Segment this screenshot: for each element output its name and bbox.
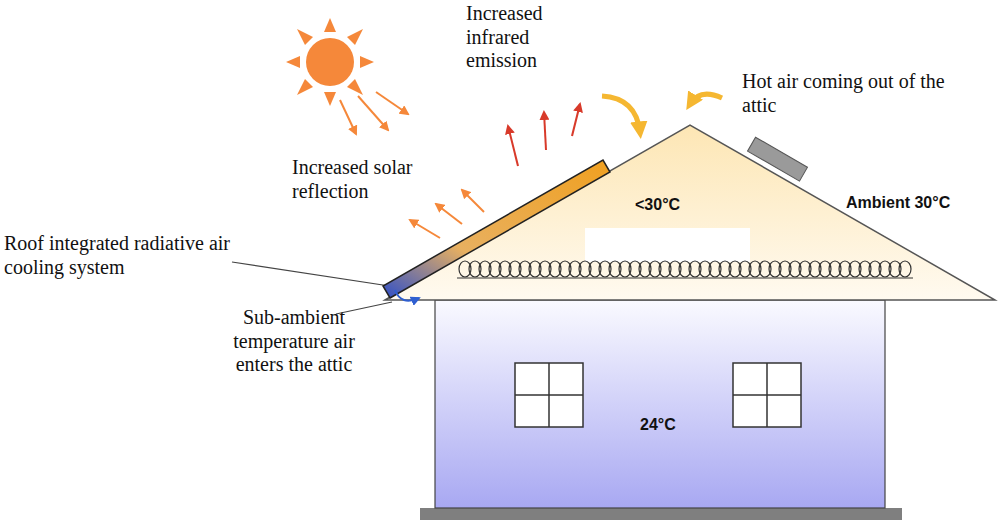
attic-triangle-outline bbox=[385, 120, 995, 302]
infrared-arrows bbox=[508, 104, 580, 166]
foundation bbox=[420, 508, 902, 520]
attic-triangle: <30°C bbox=[385, 120, 995, 302]
ambient-label: Ambient 30°C bbox=[846, 194, 950, 213]
reflection-arrows bbox=[410, 190, 484, 238]
temperature-label: 24°C bbox=[640, 416, 676, 434]
window bbox=[733, 363, 801, 427]
attic-vent bbox=[748, 137, 808, 181]
house-body-outline bbox=[435, 300, 885, 508]
sun bbox=[286, 18, 374, 106]
window bbox=[515, 363, 583, 427]
insulation bbox=[457, 261, 913, 278]
inlet-label: Sub-ambient temperature air enters the a… bbox=[214, 306, 374, 377]
house-body: 24°C bbox=[435, 300, 885, 508]
solar-arrows bbox=[340, 92, 408, 134]
inlet-arrow bbox=[395, 290, 419, 301]
hot-air-label: Hot air coming out of the attic bbox=[742, 70, 947, 117]
attic-shape bbox=[385, 125, 995, 300]
infrared-label: Increased infrared emission bbox=[466, 2, 586, 73]
system-label: Roof integrated radiative air cooling sy… bbox=[4, 232, 244, 279]
solar-label: Increased solar reflection bbox=[292, 156, 482, 203]
blank-panel bbox=[585, 228, 750, 262]
temperature-label: <30°C bbox=[635, 196, 680, 214]
cooling-panel bbox=[383, 160, 610, 298]
house-wall bbox=[435, 300, 885, 508]
